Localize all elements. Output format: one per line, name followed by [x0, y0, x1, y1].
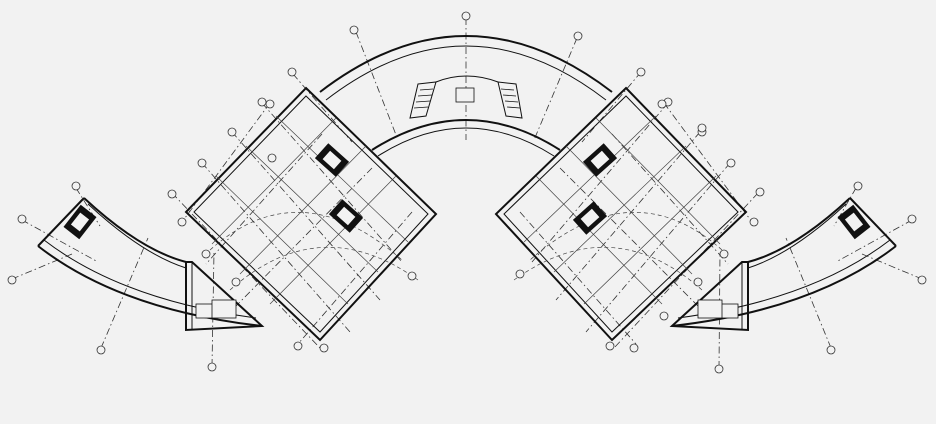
left-end-wing [37, 197, 265, 332]
right-end-wing [669, 197, 897, 332]
grid-bubble [267, 153, 277, 163]
grid-bubble [407, 271, 417, 281]
grid-bubble [197, 158, 207, 168]
grid-bubble [697, 123, 707, 133]
grid-bubble [201, 249, 211, 259]
grid-bubble [659, 311, 669, 321]
grid-bubble [629, 343, 639, 353]
grid-bubble [207, 362, 217, 372]
grid-bubble [907, 214, 917, 224]
grid-bubble [7, 275, 17, 285]
right-end-core [837, 204, 871, 240]
right-block-core-upper [582, 143, 618, 177]
grid-bubble [461, 11, 471, 21]
grid-bubble [826, 345, 836, 355]
grid-bubble [227, 127, 237, 137]
left-end-lobby [185, 261, 265, 332]
right-block-core-lower [572, 201, 608, 235]
left-end-core [63, 204, 97, 240]
grid-bubble [749, 217, 759, 227]
grid-bubble [293, 341, 303, 351]
grid-bubble [515, 269, 525, 279]
grid-bubble [17, 214, 27, 224]
grid-bubble [167, 189, 177, 199]
grid-bubble [605, 341, 615, 351]
grid-bubble [573, 31, 583, 41]
grid-lines [11, 18, 923, 369]
grid-bubble [693, 277, 703, 287]
grid-bubble [714, 364, 724, 374]
grid-bubble [657, 99, 667, 109]
grid-bubble [319, 343, 329, 353]
grid-bubble [231, 277, 241, 287]
grid-bubble [636, 67, 646, 77]
central-stair [409, 75, 523, 119]
grid-bubble [755, 187, 765, 197]
grid-bubble [719, 249, 729, 259]
left-wing-block [184, 86, 438, 342]
grid-bubble [257, 97, 267, 107]
grid-bubble [177, 217, 187, 227]
grid-bubble [71, 181, 81, 191]
grid-bubble [287, 67, 297, 77]
grid-bubble [265, 99, 275, 109]
left-block-core-lower [328, 199, 364, 233]
left-block-core-upper [314, 143, 350, 177]
grid-bubble [853, 181, 863, 191]
grid-bubble [96, 345, 106, 355]
right-wing-block [494, 86, 748, 342]
grid-bubble [726, 158, 736, 168]
grid-bubble [917, 275, 927, 285]
central-arc-wing [319, 35, 613, 157]
grid-bubble [349, 25, 359, 35]
grid-bubbles [7, 11, 927, 374]
right-end-lobby [669, 261, 749, 332]
